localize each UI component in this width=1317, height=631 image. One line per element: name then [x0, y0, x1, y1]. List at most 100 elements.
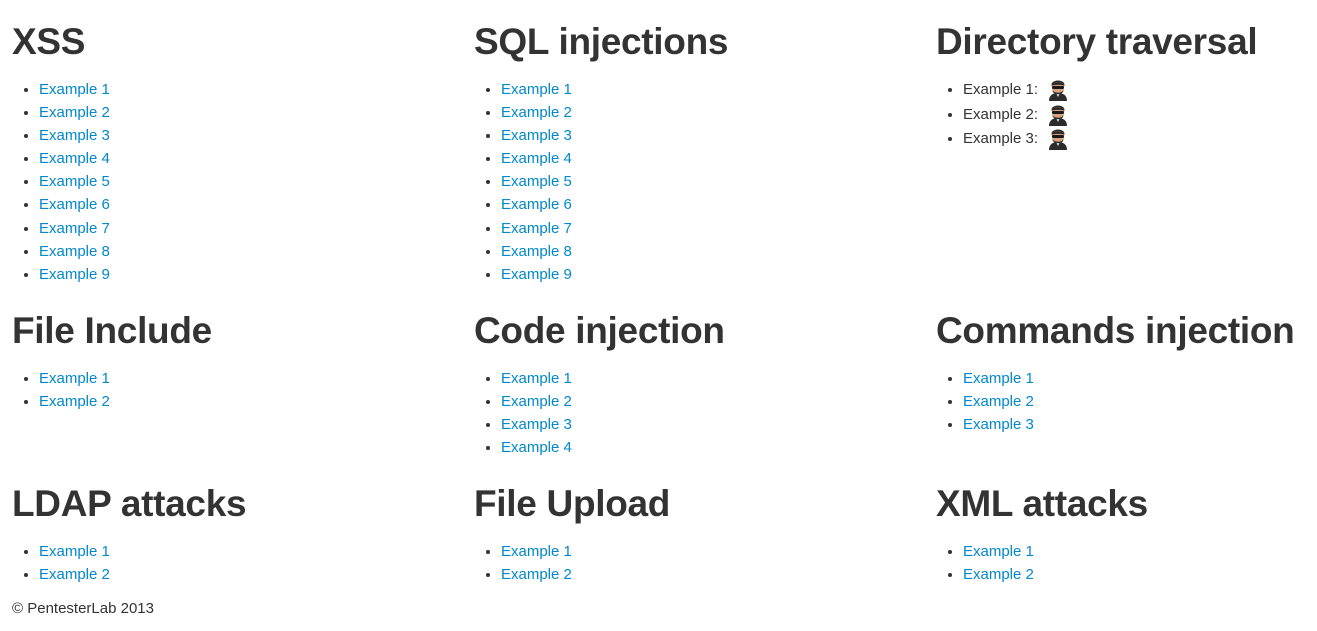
list-item: Example 1 [501, 367, 914, 390]
section-ldap-attacks: LDAP attacks Example 1 Example 2 [12, 482, 452, 586]
list-item: Example 8 [501, 240, 914, 263]
list-item: Example 3 [39, 124, 452, 147]
dir-example-2-label: Example 2: [963, 105, 1039, 123]
list-item: Example 3 [501, 124, 914, 147]
list-item: Example 2: [963, 103, 1306, 128]
list-item: Example 1 [39, 78, 452, 101]
section-title-xml-attacks: XML attacks [936, 483, 1148, 524]
section-title-sql-injections: SQL injections [474, 21, 729, 62]
list-item: Example 5 [501, 170, 914, 193]
list-item: Example 1 [963, 367, 1306, 390]
fileupload-example-1-link[interactable]: Example 1 [501, 543, 572, 560]
list-item: Example 4 [39, 147, 452, 170]
list-item: Example 7 [501, 217, 914, 240]
code-example-1-link[interactable]: Example 1 [501, 370, 572, 387]
sql-example-4-link[interactable]: Example 4 [501, 150, 572, 168]
sql-example-2-link[interactable]: Example 2 [501, 104, 572, 122]
section-file-include: File Include Example 1 Example 2 [12, 309, 452, 413]
footer-copyright: © PentesterLab 2013 [12, 600, 154, 617]
section-title-commands-injection: Commands injection [936, 310, 1295, 351]
section-xss: XSS Example 1 Example 2 Example 3 Exampl… [12, 20, 452, 286]
section-title-ldap-attacks: LDAP attacks [12, 483, 247, 524]
sql-example-7-link[interactable]: Example 7 [501, 219, 572, 237]
link-list-file-include: Example 1 Example 2 [12, 367, 452, 413]
fileinclude-example-2-link[interactable]: Example 2 [39, 393, 110, 411]
link-list-code-injection: Example 1 Example 2 Example 3 Example 4 [474, 367, 914, 459]
xss-example-9-link[interactable]: Example 9 [39, 265, 110, 283]
fileupload-example-2-link[interactable]: Example 2 [501, 566, 572, 584]
list-item: Example 3: [963, 127, 1306, 152]
xss-example-6-link[interactable]: Example 6 [39, 196, 110, 214]
section-title-file-upload: File Upload [474, 483, 671, 524]
hacker-icon[interactable] [1048, 128, 1068, 151]
section-xml-attacks: XML attacks Example 1 Example 2 [936, 482, 1306, 586]
sql-example-5-link[interactable]: Example 5 [501, 173, 572, 191]
list-item: Example 9 [501, 263, 914, 286]
list-item: Example 3 [963, 413, 1306, 436]
code-example-3-link[interactable]: Example 3 [501, 416, 572, 434]
link-list-file-upload: Example 1 Example 2 [474, 540, 914, 586]
list-item: Example 9 [39, 263, 452, 286]
ldap-example-2-link[interactable]: Example 2 [39, 566, 110, 584]
ldap-example-1-link[interactable]: Example 1 [39, 543, 110, 560]
list-item: Example 4 [501, 436, 914, 459]
list-item: Example 1 [963, 540, 1306, 563]
link-list-directory-traversal: Example 1: Example 2: [936, 78, 1306, 152]
code-example-4-link[interactable]: Example 4 [501, 439, 572, 457]
sql-example-1-link[interactable]: Example 1 [501, 81, 572, 98]
list-item: Example 1 [39, 540, 452, 563]
section-title-file-include: File Include [12, 310, 212, 351]
link-list-xml-attacks: Example 1 Example 2 [936, 540, 1306, 586]
list-item: Example 2 [39, 390, 452, 413]
list-item: Example 2 [963, 563, 1306, 586]
sql-example-6-link[interactable]: Example 6 [501, 196, 572, 214]
section-title-directory-traversal: Directory traversal [936, 21, 1258, 62]
list-item: Example 2 [963, 390, 1306, 413]
xss-example-7-link[interactable]: Example 7 [39, 219, 110, 237]
xss-example-2-link[interactable]: Example 2 [39, 104, 110, 122]
list-item: Example 2 [501, 390, 914, 413]
list-item: Example 6 [39, 193, 452, 216]
section-title-code-injection: Code injection [474, 310, 725, 351]
link-list-sql-injections: Example 1 Example 2 Example 3 Example 4 … [474, 78, 914, 286]
link-list-commands-injection: Example 1 Example 2 Example 3 [936, 367, 1306, 436]
commands-example-2-link[interactable]: Example 2 [963, 393, 1034, 411]
xss-example-8-link[interactable]: Example 8 [39, 242, 110, 260]
list-item: Example 1 [501, 540, 914, 563]
xml-example-1-link[interactable]: Example 1 [963, 543, 1034, 560]
dir-example-1-label: Example 1: [963, 81, 1039, 98]
xss-example-4-link[interactable]: Example 4 [39, 150, 110, 168]
commands-example-3-link[interactable]: Example 3 [963, 416, 1034, 434]
list-item: Example 1 [39, 367, 452, 390]
list-item: Example 2 [39, 563, 452, 586]
section-file-upload: File Upload Example 1 Example 2 [474, 482, 914, 586]
commands-example-1-link[interactable]: Example 1 [963, 370, 1034, 387]
code-example-2-link[interactable]: Example 2 [501, 393, 572, 411]
list-item: Example 6 [501, 193, 914, 216]
list-item: Example 4 [501, 147, 914, 170]
list-item: Example 2 [501, 563, 914, 586]
xss-example-1-link[interactable]: Example 1 [39, 81, 110, 98]
sql-example-3-link[interactable]: Example 3 [501, 127, 572, 145]
link-list-ldap-attacks: Example 1 Example 2 [12, 540, 452, 586]
section-directory-traversal: Directory traversal Example 1: [936, 20, 1306, 152]
xml-example-2-link[interactable]: Example 2 [963, 566, 1034, 584]
link-list-xss: Example 1 Example 2 Example 3 Example 4 … [12, 78, 452, 286]
dir-example-3-label: Example 3: [963, 130, 1039, 147]
hacker-icon[interactable] [1048, 79, 1068, 102]
section-sql-injections: SQL injections Example 1 Example 2 Examp… [474, 20, 914, 286]
list-item: Example 2 [39, 101, 452, 124]
list-item: Example 5 [39, 170, 452, 193]
fileinclude-example-1-link[interactable]: Example 1 [39, 370, 110, 387]
xss-example-5-link[interactable]: Example 5 [39, 173, 110, 191]
list-item: Example 8 [39, 240, 452, 263]
xss-example-3-link[interactable]: Example 3 [39, 127, 110, 145]
sql-example-8-link[interactable]: Example 8 [501, 242, 572, 260]
hacker-icon[interactable] [1048, 104, 1068, 126]
section-commands-injection: Commands injection Example 1 Example 2 E… [936, 309, 1306, 436]
sql-example-9-link[interactable]: Example 9 [501, 265, 572, 283]
list-item: Example 1: [963, 78, 1306, 103]
list-item: Example 2 [501, 101, 914, 124]
list-item: Example 1 [501, 78, 914, 101]
